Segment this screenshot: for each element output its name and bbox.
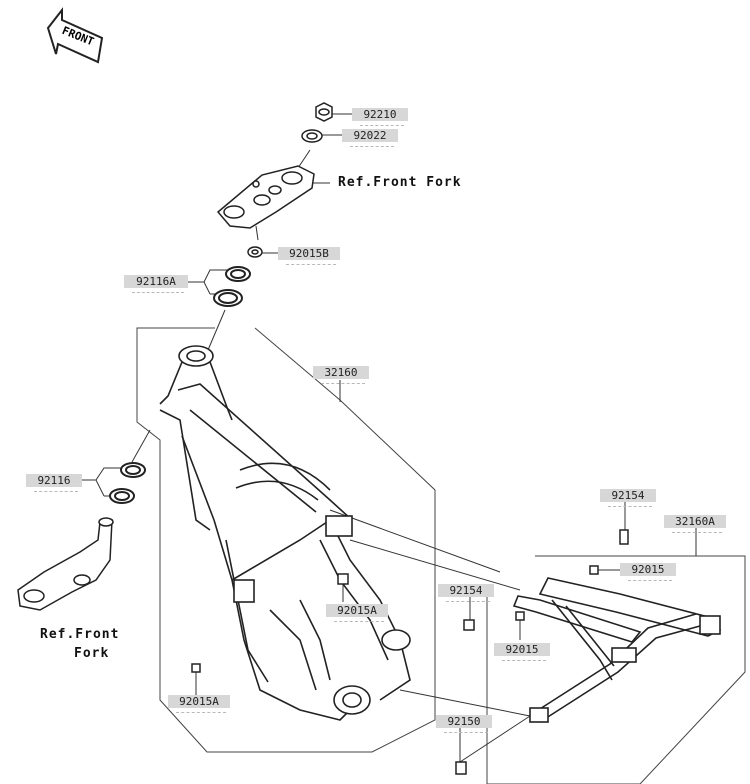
bolt-92150 bbox=[455, 761, 467, 775]
part-label-92015-right: 92015 bbox=[620, 563, 676, 581]
part-label-92015A-mid: 92015A bbox=[326, 604, 388, 622]
part-label-92022: 92022 bbox=[342, 129, 398, 147]
part-label-32160A: 32160A bbox=[664, 515, 726, 533]
lower-bearing bbox=[109, 462, 146, 504]
steering-stem-lower-clamp bbox=[17, 517, 114, 611]
bolt-92015A-mid bbox=[337, 573, 349, 585]
part-label-92015A-low: 92015A bbox=[168, 695, 230, 713]
part-label-92015-lower: 92015 bbox=[494, 643, 550, 661]
bolt-92015-right bbox=[589, 565, 599, 575]
ref-front-fork-bottom-line2: Fork bbox=[74, 646, 110, 661]
part-label-92116: 92116 bbox=[26, 474, 82, 492]
bolt-92154-top bbox=[619, 529, 629, 545]
main-frame bbox=[159, 345, 411, 721]
subframe-group-outline bbox=[486, 555, 746, 784]
front-direction-arrow: FRONT bbox=[46, 7, 104, 64]
part-label-92015B: 92015B bbox=[278, 247, 340, 265]
upper-bearing bbox=[213, 266, 251, 307]
bolt-92015A-low bbox=[191, 663, 201, 673]
part-label-92116A: 92116A bbox=[124, 275, 188, 293]
part-label-92150: 92150 bbox=[436, 715, 492, 733]
part-label-92154-top: 92154 bbox=[600, 489, 656, 507]
bolts bbox=[191, 529, 629, 775]
part-label-92210: 92210 bbox=[352, 108, 408, 126]
bolt-92015-lower bbox=[515, 611, 525, 621]
bearing-nut bbox=[247, 246, 263, 258]
bolt-92154-mid bbox=[463, 619, 475, 631]
ref-front-fork-top: Ref.Front Fork bbox=[338, 175, 462, 190]
frame-group-outline bbox=[136, 327, 436, 753]
washer bbox=[301, 129, 323, 143]
upper-triple-clamp bbox=[216, 165, 315, 229]
rear-subframe bbox=[512, 577, 722, 723]
steering-stem-nut bbox=[315, 102, 333, 122]
part-label-32160: 32160 bbox=[313, 366, 369, 384]
ref-front-fork-bottom-line1: Ref.Front bbox=[40, 627, 120, 642]
part-label-92154-mid: 92154 bbox=[438, 584, 494, 602]
